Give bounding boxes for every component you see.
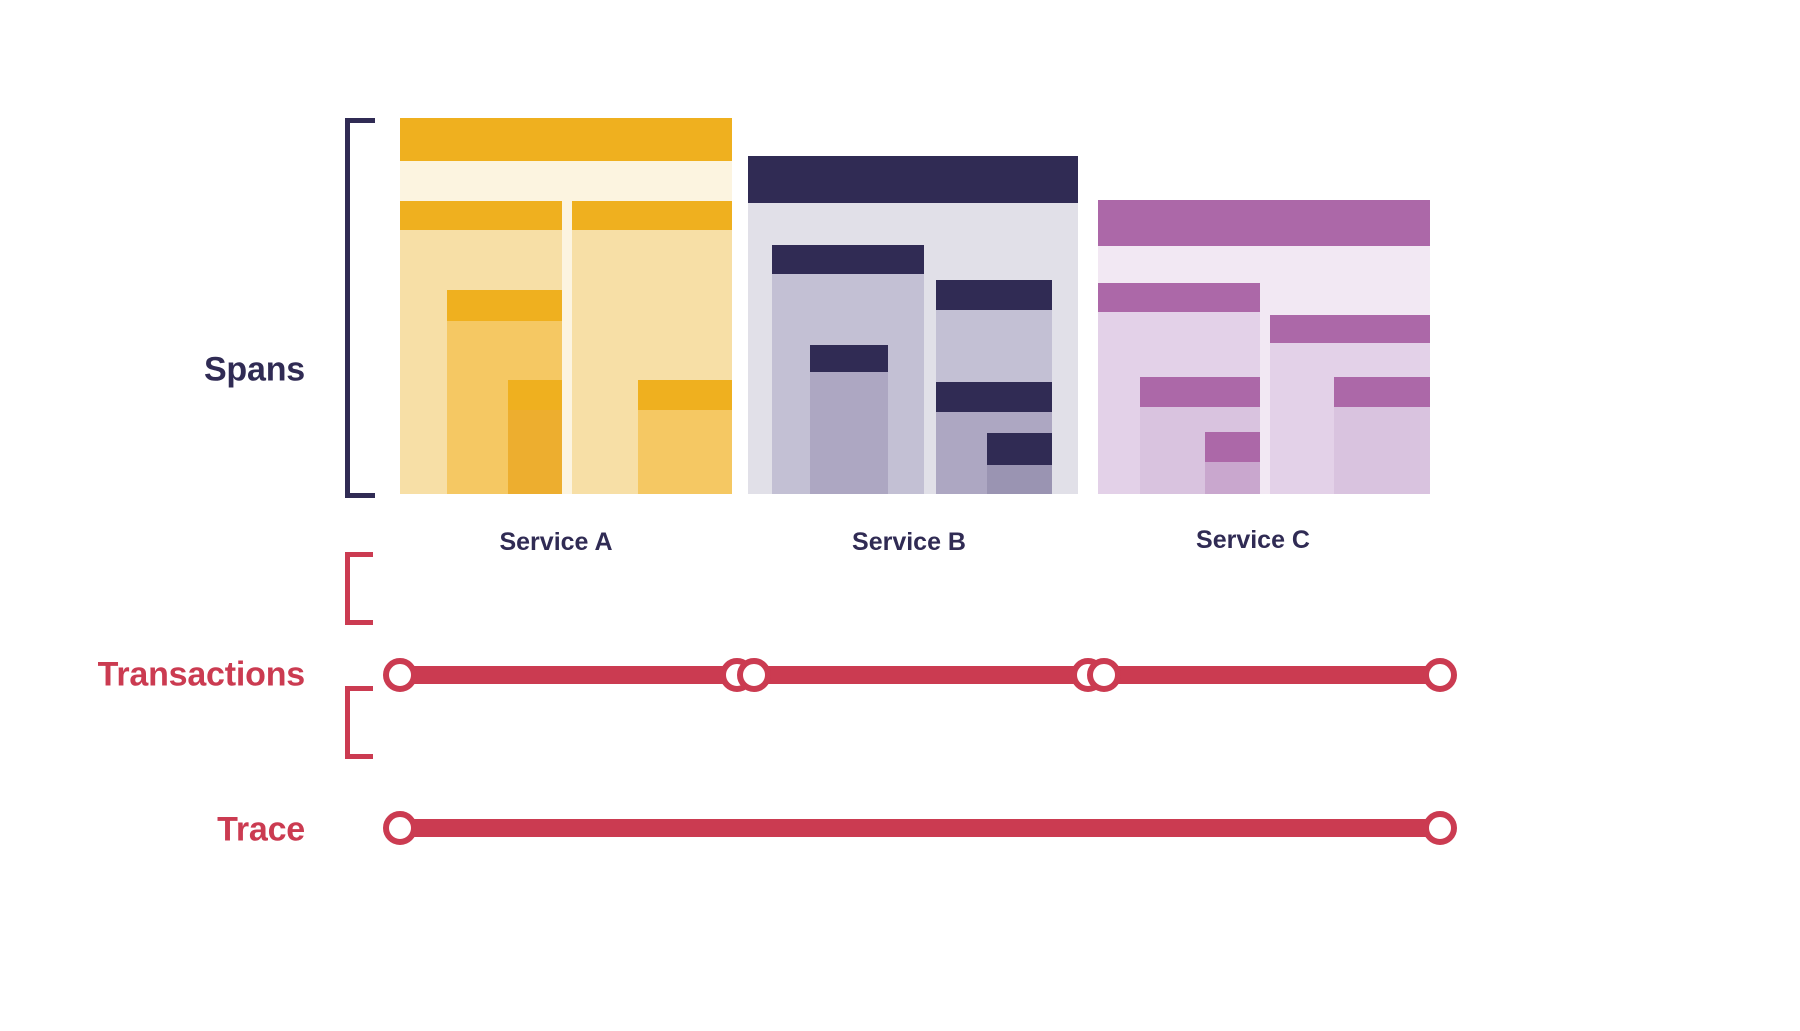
span-a-leaf-header[interactable] bbox=[508, 380, 562, 410]
transactions-bracket bbox=[345, 552, 373, 625]
span-b-child2-header[interactable] bbox=[936, 280, 1052, 310]
transaction-node-b-start[interactable] bbox=[737, 658, 771, 692]
spans-row-label: Spans bbox=[203, 350, 305, 389]
trace-segment-full[interactable] bbox=[400, 819, 1440, 837]
service-a-caption: Service A bbox=[499, 528, 613, 556]
span-b-leaf-body[interactable] bbox=[987, 465, 1052, 494]
span-c-leaf-header[interactable] bbox=[1205, 432, 1260, 462]
span-b-leaf-header[interactable] bbox=[987, 433, 1052, 465]
span-c-child1-header[interactable] bbox=[1098, 283, 1260, 312]
transaction-node-c-end[interactable] bbox=[1423, 658, 1457, 692]
transaction-node-c-start[interactable] bbox=[1087, 658, 1121, 692]
spans-bracket bbox=[345, 118, 375, 498]
service-b-caption: Service B bbox=[852, 528, 966, 556]
span-c-leaf-body[interactable] bbox=[1205, 462, 1260, 494]
span-a-grand2-body[interactable] bbox=[638, 410, 732, 494]
span-b-root-header[interactable] bbox=[748, 156, 1078, 203]
span-c-grand2-body[interactable] bbox=[1334, 407, 1430, 494]
trace-node-end[interactable] bbox=[1423, 811, 1457, 845]
span-a-child1-header[interactable] bbox=[400, 201, 562, 230]
transaction-node-a-start[interactable] bbox=[383, 658, 417, 692]
transaction-segment-a[interactable] bbox=[400, 666, 737, 684]
span-a-leaf-body[interactable] bbox=[508, 410, 562, 494]
transactions-row-label: Transactions bbox=[97, 655, 306, 694]
span-b-grand1-header[interactable] bbox=[810, 345, 888, 372]
span-c-child2-header[interactable] bbox=[1270, 315, 1430, 343]
span-a-grand1-header[interactable] bbox=[447, 290, 562, 321]
span-c-grand1-header[interactable] bbox=[1140, 377, 1260, 407]
span-c-grand2-header[interactable] bbox=[1334, 377, 1430, 407]
span-b-grand1-body[interactable] bbox=[810, 372, 888, 494]
span-a-root-header[interactable] bbox=[400, 118, 732, 161]
trace-bracket bbox=[345, 686, 373, 759]
transaction-segment-c[interactable] bbox=[1104, 666, 1440, 684]
trace-row-label: Trace bbox=[217, 810, 305, 849]
span-a-grand2-header[interactable] bbox=[638, 380, 732, 410]
span-b-child1-header[interactable] bbox=[772, 245, 924, 274]
service-c-caption: Service C bbox=[1196, 526, 1310, 554]
span-a-child2-header[interactable] bbox=[572, 201, 732, 230]
span-b-grand2-header[interactable] bbox=[936, 382, 1052, 412]
span-c-root-header[interactable] bbox=[1098, 200, 1430, 246]
transaction-segment-b[interactable] bbox=[754, 666, 1088, 684]
trace-node-start[interactable] bbox=[383, 811, 417, 845]
